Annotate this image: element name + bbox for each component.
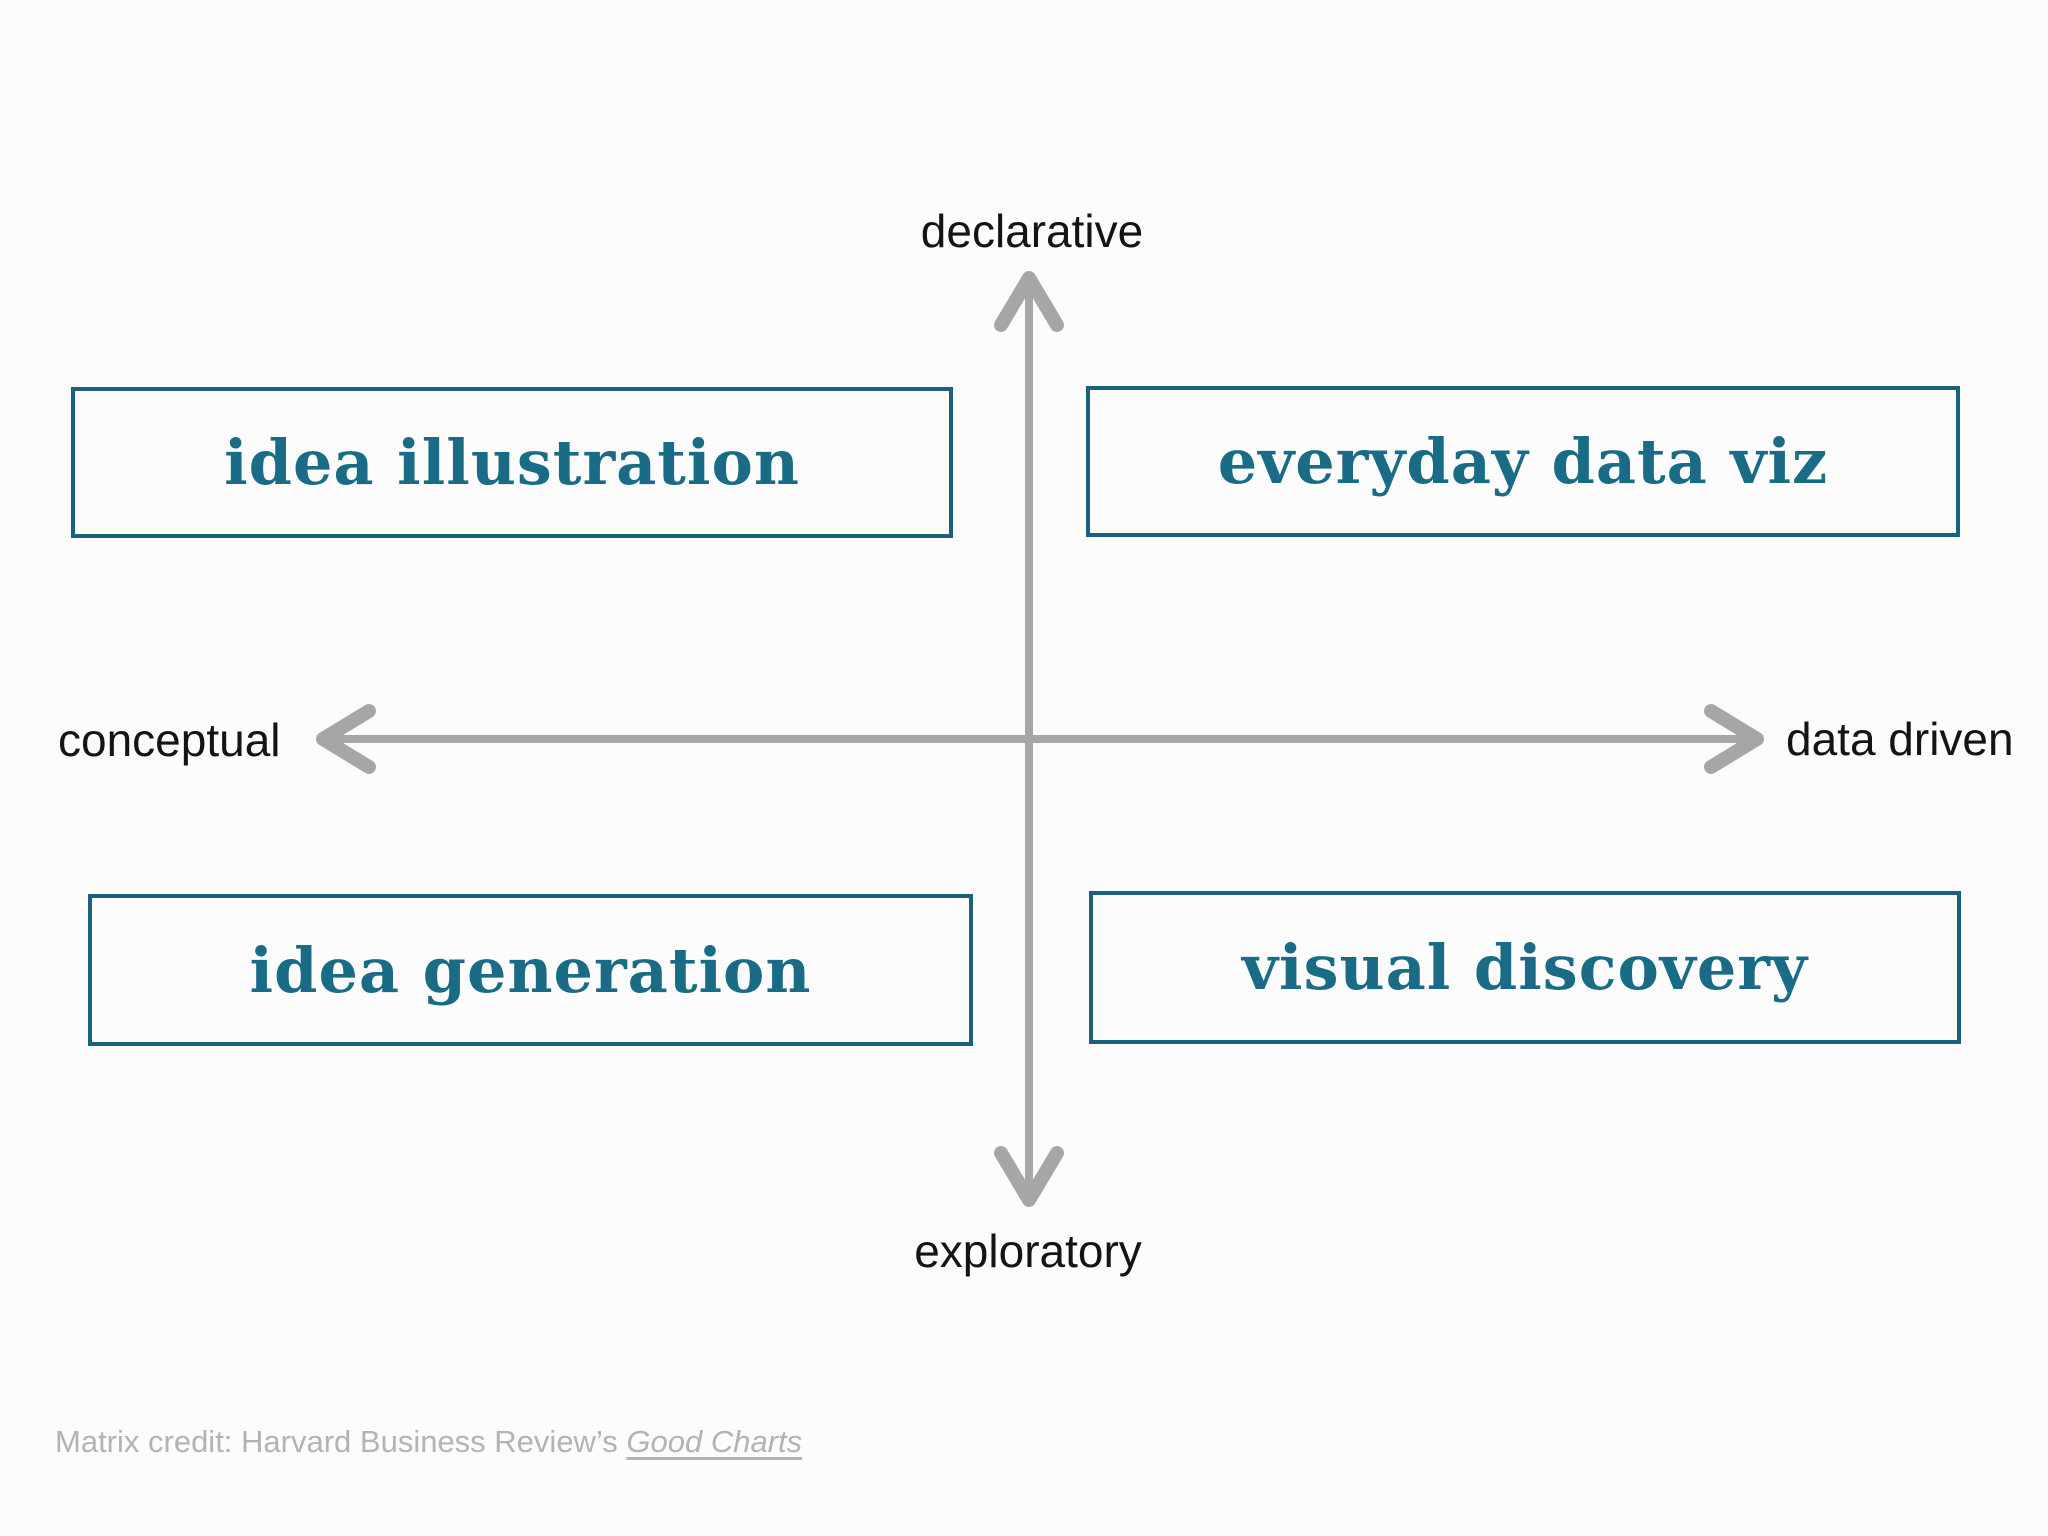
axis-label-conceptual: conceptual [58,714,281,766]
axis-label-data-driven: data driven [1786,713,2014,765]
quadrant-label: visual discovery [1242,931,1808,1004]
quadrant-label: idea illustration [224,426,800,499]
quadrant-box-idea-illustration: idea illustration [71,387,953,538]
credit-work-link[interactable]: Good Charts [626,1424,803,1459]
quadrant-label: idea generation [249,933,812,1007]
quadrant-label: everyday data viz [1217,425,1829,498]
axis-label-declarative: declarative [920,205,1144,257]
arrowhead-right-icon [1704,704,1764,774]
quadrant-box-idea-generation: idea generation [88,894,973,1046]
credit-text: Matrix credit: Harvard Business Review’s [55,1424,627,1459]
arrowhead-up-icon [994,271,1064,332]
credit-line: Matrix credit: Harvard Business Review’s… [55,1424,802,1460]
axis-label-exploratory: exploratory [914,1225,1142,1277]
quadrant-box-everyday-data-viz: everyday data viz [1086,386,1960,537]
arrowhead-down-icon [994,1146,1064,1207]
quadrant-box-visual-discovery: visual discovery [1089,891,1961,1044]
arrowhead-left-icon [316,704,376,774]
